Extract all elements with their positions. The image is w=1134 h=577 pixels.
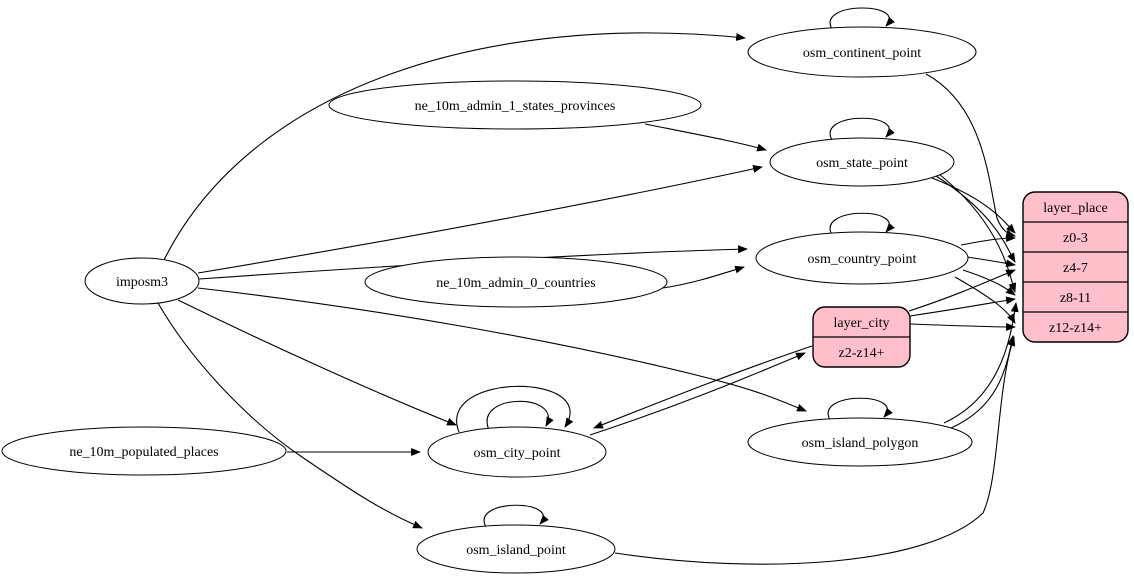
node-imposm3: imposm3: [84, 257, 200, 305]
node-osm_country_point: osm_country_point: [755, 231, 969, 285]
record-layer_place-shape: [1022, 191, 1129, 343]
edge-osm_city_point-to-osm_city_point-outer: [456, 385, 574, 433]
node-osm_city_point-shape: [427, 426, 607, 478]
edge-osm_island_point-to-osm_island_point: [483, 504, 549, 528]
edge-osm_island_polygon-to-layer_place-z8-11: [943, 302, 1019, 424]
nodes-layer: imposm3 ne_10m_admin_1_states_provinces …: [1, 26, 1129, 574]
record-layer_place-row-z4-7: z4-7: [1063, 261, 1088, 276]
node-ne_10m_admin_1_states_provinces-label: ne_10m_admin_1_states_provinces: [415, 99, 616, 114]
node-osm_continent_point-shape: [747, 26, 977, 78]
node-ne_10m_populated_places-shape: [1, 426, 287, 476]
node-ne_10m_populated_places-label: ne_10m_populated_places: [69, 445, 218, 460]
node-ne_10m_admin_0_countries-shape: [364, 256, 668, 308]
record-layer_city: layer_city z2-z14+: [812, 306, 911, 368]
node-ne_10m_admin_1_states_provinces: ne_10m_admin_1_states_provinces: [328, 80, 702, 130]
edge-layer_city-to-layer_place-z8-11: [909, 296, 1016, 317]
edge-osm_city_point-to-osm_city_point-inner: [486, 400, 554, 431]
edge-osm_state_point-to-layer_place-z8-11: [938, 173, 1017, 293]
edge-ne_10m_admin_1_states_provinces-to-osm_state_point: [644, 123, 767, 152]
node-osm_continent_point-label: osm_continent_point: [803, 46, 921, 61]
edge-imposm3-to-osm_state_point: [197, 165, 763, 274]
node-osm_continent_point: osm_continent_point: [747, 26, 977, 78]
edge-ne_10m_admin_0_countries-to-osm_country_point: [662, 265, 745, 289]
edge-layer_city-to-layer_place-z12-z14+: [909, 323, 1016, 331]
node-imposm3-label: imposm3: [116, 275, 168, 290]
edge-osm_country_point-to-osm_country_point: [829, 212, 895, 236]
edges-layer: [157, 7, 1019, 565]
node-osm_island_point-label: osm_island_point: [466, 543, 566, 558]
edge-osm_city_point-to-layer_city-z2-z14+: [589, 352, 806, 436]
record-layer_city-row-z2-z14: z2-z14+: [839, 346, 885, 361]
record-layer_place: layer_place z0-3 z4-7 z8-11 z12-z14+: [1022, 191, 1129, 343]
node-ne_10m_populated_places: ne_10m_populated_places: [1, 426, 287, 476]
edge-osm_country_point-to-layer_place-z0-3: [960, 234, 1016, 246]
node-osm_city_point-label: osm_city_point: [473, 446, 560, 461]
edge-imposm3-to-osm_city_point: [177, 299, 457, 426]
record-layer_place-title: layer_place: [1043, 201, 1108, 216]
node-osm_state_point-shape: [769, 137, 955, 187]
node-osm_state_point-label: osm_state_point: [816, 156, 908, 171]
node-ne_10m_admin_0_countries-label: ne_10m_admin_0_countries: [436, 276, 595, 291]
edge-layer_city-to-osm_city_point: [593, 345, 813, 429]
node-ne_10m_admin_1_states_provinces-shape: [328, 80, 702, 130]
edge-layer_city-to-layer_place-z4-7: [908, 269, 1016, 312]
node-osm_state_point: osm_state_point: [769, 137, 955, 187]
node-osm_island_polygon-shape: [747, 417, 973, 467]
edge-osm_country_point-to-layer_place-z4-7: [966, 256, 1016, 268]
edge-osm_island_point-to-layer_place-z12-z14+: [614, 336, 1015, 565]
node-osm_island_point-shape: [416, 524, 616, 574]
node-osm_country_point-label: osm_country_point: [808, 252, 917, 267]
node-osm_island_point: osm_island_point: [416, 524, 616, 574]
node-osm_island_polygon: osm_island_polygon: [747, 417, 973, 467]
edge-osm_state_point-to-layer_place-z4-7: [935, 175, 1016, 263]
node-imposm3-shape: [84, 257, 200, 305]
edge-osm_continent_point-to-osm_continent_point: [829, 7, 895, 30]
edge-imposm3-to-osm_continent_point: [162, 32, 746, 263]
record-layer_place-row-z8-11: z8-11: [1060, 291, 1091, 306]
node-osm_country_point-shape: [755, 231, 969, 285]
edge-osm_country_point-to-layer_place-z8-11: [962, 269, 1016, 296]
edge-imposm3-to-osm_island_polygon: [197, 287, 807, 412]
record-layer_city-title: layer_city: [834, 316, 890, 331]
record-layer_place-row-z12-z14: z12-z14+: [1049, 321, 1102, 336]
node-ne_10m_admin_0_countries: ne_10m_admin_0_countries: [364, 256, 668, 308]
node-osm_island_polygon-label: osm_island_polygon: [802, 436, 919, 451]
edge-imposm3-to-osm_island_point: [157, 302, 423, 529]
edge-osm_state_point-to-osm_state_point: [829, 117, 895, 141]
edge-osm_state_point-to-layer_place-z0-3: [931, 177, 1016, 234]
node-osm_city_point: osm_city_point: [427, 426, 607, 478]
record-layer_place-row-z0-3: z0-3: [1063, 231, 1088, 246]
edge-osm_island_polygon-to-osm_island_polygon: [827, 397, 893, 421]
